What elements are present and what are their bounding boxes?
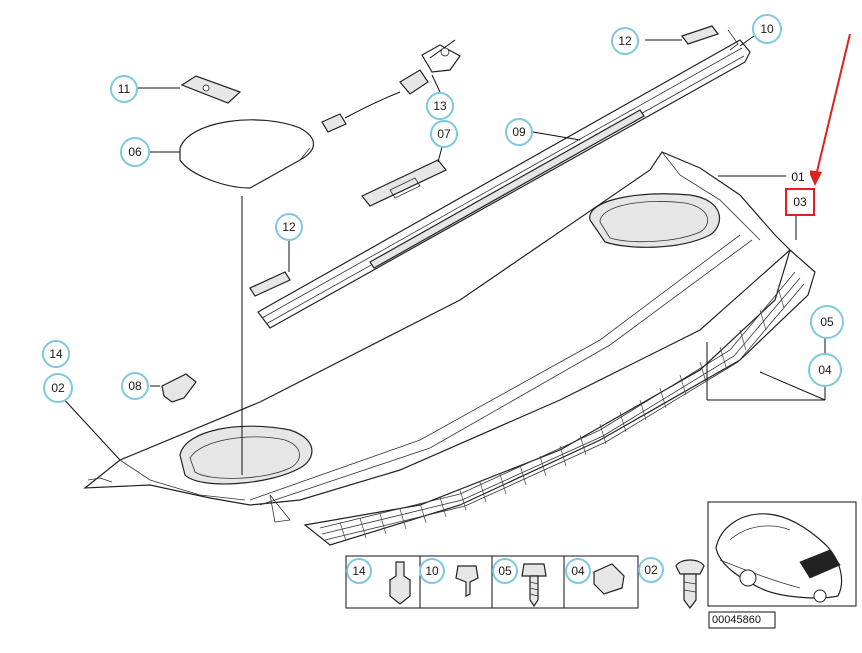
label-01: 01 [786,168,810,186]
callout-14: 14 [42,340,70,368]
callout-04-label: 04 [818,363,832,377]
callout-08: 08 [121,372,149,400]
callout-06-label: 06 [128,145,142,159]
callout-10-top: 10 [752,14,782,44]
callout-05: 05 [810,305,844,339]
callout-09: 09 [505,118,533,146]
document-number: 00045860 [708,611,776,629]
label-03-text: 03 [793,195,807,209]
legend-item-05: 05 [492,558,518,584]
cap-11-part [180,75,242,104]
callout-02: 02 [43,373,73,403]
callout-13: 13 [426,92,454,120]
callout-04: 04 [808,353,842,387]
callout-14-label: 14 [49,347,63,361]
callout-13-label: 13 [433,99,447,113]
callout-11: 11 [110,75,138,103]
cable-13-part [321,39,461,133]
hardware-legend: 14 10 05 04 02 [345,555,705,609]
clip-12-top-part [681,25,719,45]
legend-item-14: 14 [346,558,372,584]
callout-07: 07 [430,120,458,148]
callout-06: 06 [120,137,150,167]
legend-item-04-label: 04 [571,564,585,578]
legend-item-05-label: 05 [498,564,512,578]
callout-12-top: 12 [611,27,639,55]
legend-item-10-label: 10 [425,564,439,578]
legend-item-10: 10 [419,558,445,584]
legend-item-04: 04 [565,558,591,584]
callout-12-mid-label: 12 [282,220,296,234]
callout-12-top-label: 12 [618,34,632,48]
callout-10-top-label: 10 [760,22,774,36]
grommet-08-part [161,373,197,403]
car-inset [707,501,857,607]
bolt-10-icon [455,565,479,597]
callout-12-mid: 12 [275,213,303,241]
clip-04-icon [593,563,625,595]
legend-item-02: 02 [638,557,664,583]
callout-09-label: 09 [512,125,526,139]
screw-05-icon [521,563,547,608]
callout-05-label: 05 [820,315,834,329]
clip-12-mid-part [249,271,291,297]
callout-11-label: 11 [118,82,131,96]
pin-14-icon [389,561,411,605]
rear-shelf-panel [83,151,791,523]
callout-07-label: 07 [437,127,451,141]
red-arrow [808,33,851,186]
cover-06-part [179,119,315,189]
grille-strip [303,248,816,546]
callout-08-label: 08 [128,379,142,393]
legend-item-14-label: 14 [352,564,366,578]
label-03-highlighted: 03 [785,188,815,216]
legend-item-02-label: 02 [644,563,658,577]
rail-strip [257,29,751,329]
label-01-text: 01 [791,170,805,184]
rivet-02-icon [675,559,705,609]
document-number-text: 00045860 [712,614,761,626]
callout-02-label: 02 [51,381,65,395]
